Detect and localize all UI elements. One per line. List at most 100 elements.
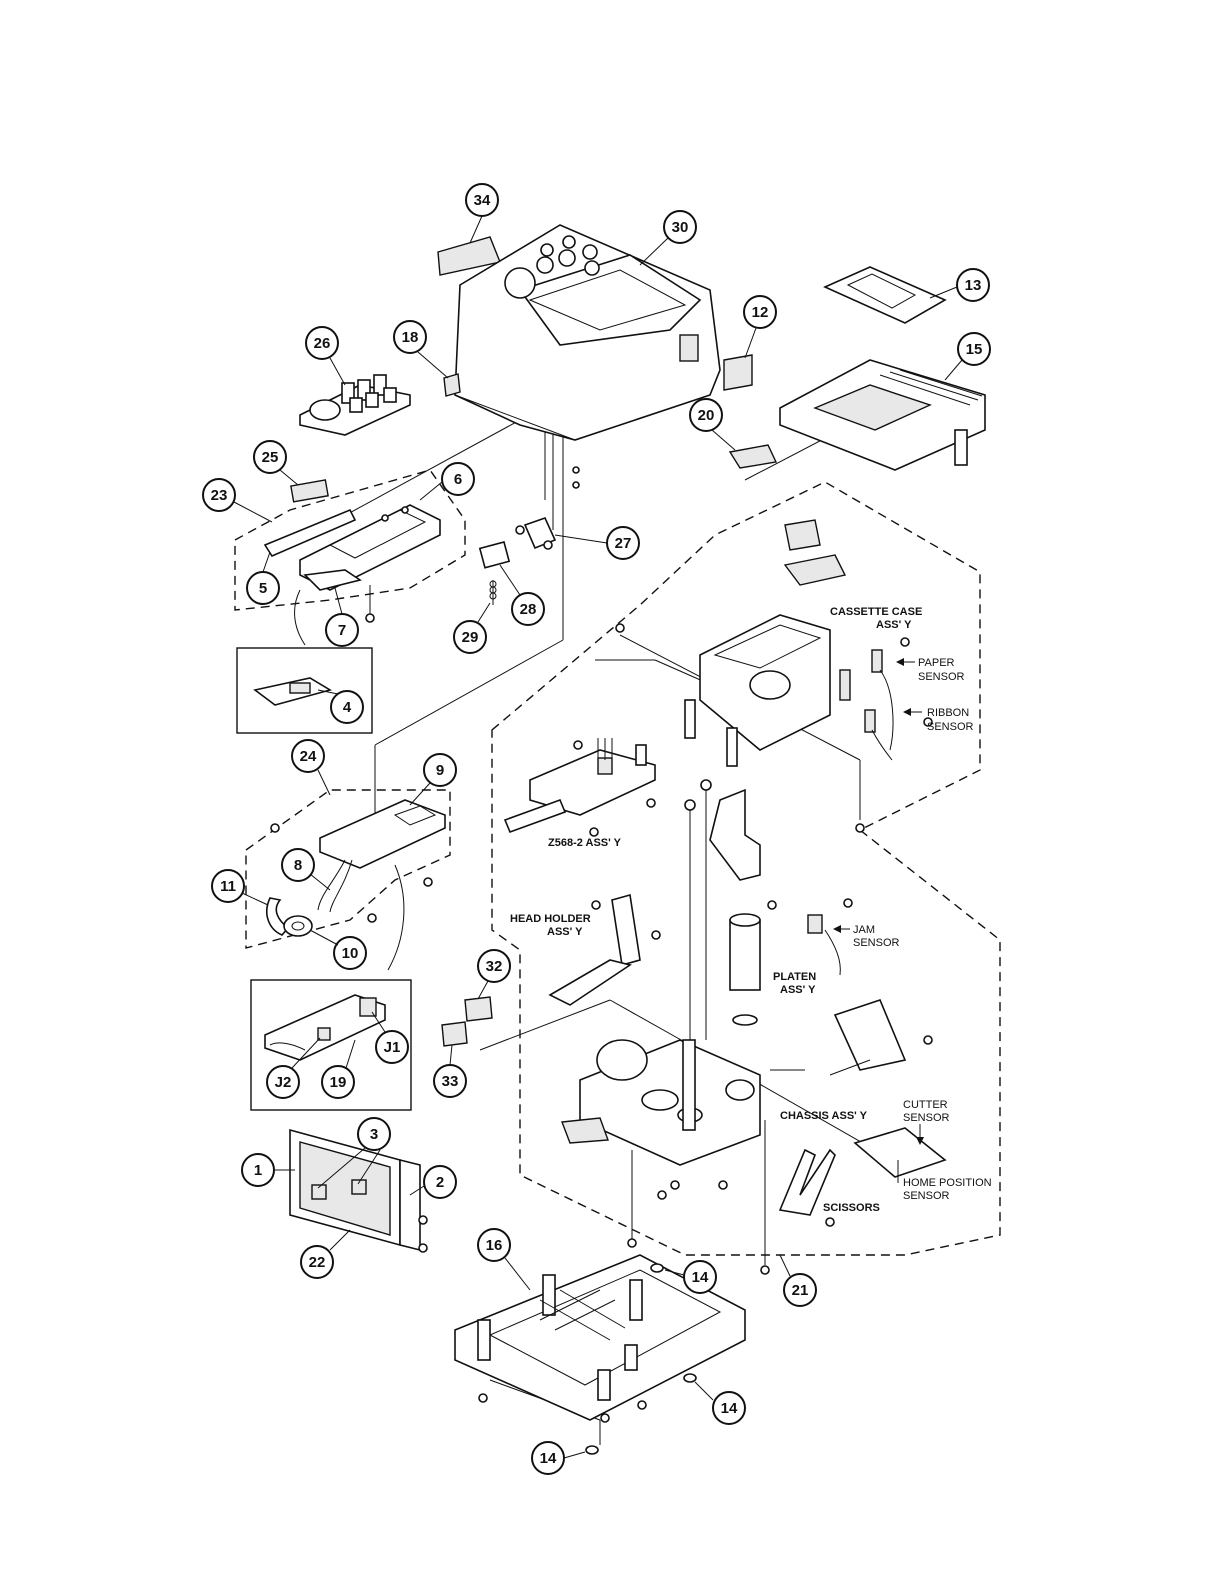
z568-2-board [505, 738, 655, 832]
svg-text:11: 11 [220, 878, 236, 895]
svg-text:18: 18 [402, 329, 419, 346]
svg-text:7: 7 [338, 622, 346, 639]
svg-text:ASS' Y: ASS' Y [780, 984, 816, 996]
svg-text:SENSOR: SENSOR [918, 671, 965, 683]
callout-11: 11 [212, 870, 244, 902]
callout-26: 26 [306, 327, 338, 359]
callout-13: 13 [957, 269, 989, 301]
svg-text:9: 9 [436, 762, 444, 779]
scissors-label: SCISSORS [823, 1202, 880, 1214]
callout-25: 25 [254, 441, 286, 473]
callout-5: 5 [247, 572, 279, 604]
svg-text:22: 22 [309, 1254, 326, 1271]
cable-8 [318, 860, 345, 910]
callout-30: 30 [664, 211, 696, 243]
callout-14-bottom: 14 [532, 1442, 564, 1474]
callout-32: 32 [478, 950, 510, 982]
home-position-sensor-label: HOME POSITION [903, 1177, 992, 1189]
chassis-assy [562, 1040, 760, 1165]
callout-19: 19 [322, 1066, 354, 1098]
cassette-case-label: CASSETTE CASE [830, 606, 922, 618]
head-holder-assy [550, 895, 640, 1005]
svg-text:24: 24 [300, 748, 317, 765]
cutter-rail [835, 1000, 905, 1070]
svg-text:1: 1 [254, 1162, 262, 1179]
callout-14-right: 14 [713, 1392, 745, 1424]
callout-4: 4 [331, 691, 363, 723]
svg-text:13: 13 [965, 277, 982, 294]
svg-text:20: 20 [698, 407, 715, 424]
svg-text:SENSOR: SENSOR [927, 721, 974, 733]
foot-14-right [684, 1374, 696, 1382]
callout-12: 12 [744, 296, 776, 328]
callout-9: 9 [424, 754, 456, 786]
foot-14-bottom [586, 1446, 598, 1454]
svg-text:2: 2 [436, 1174, 444, 1191]
label-33 [442, 1022, 467, 1046]
svg-text:21: 21 [792, 1282, 809, 1299]
platen-assy [730, 914, 760, 1025]
svg-text:30: 30 [672, 219, 689, 236]
jam-sensor-label: JAM [853, 924, 875, 936]
callout-1: 1 [242, 1154, 274, 1186]
svg-text:19: 19 [330, 1074, 347, 1091]
svg-text:SENSOR: SENSOR [903, 1190, 950, 1202]
svg-text:14: 14 [540, 1450, 557, 1467]
foot-14-right-top [651, 1264, 663, 1272]
cutter-sensor-label: CUTTER [903, 1099, 948, 1111]
callout-29: 29 [454, 621, 486, 653]
svg-text:14: 14 [692, 1269, 709, 1286]
svg-text:26: 26 [314, 335, 331, 352]
callout-16: 16 [478, 1229, 510, 1261]
svg-text:J1: J1 [384, 1039, 401, 1056]
z568-label: Z568-2 ASS' Y [548, 837, 622, 849]
callout-20: 20 [690, 399, 722, 431]
svg-text:J2: J2 [275, 1074, 292, 1091]
callout-23: 23 [203, 479, 235, 511]
head-holder-label: HEAD HOLDER [510, 913, 591, 925]
svg-text:ASS' Y: ASS' Y [876, 619, 912, 631]
callout-33: 33 [434, 1065, 466, 1097]
svg-text:27: 27 [615, 535, 632, 552]
board-9 [320, 800, 445, 868]
svg-text:23: 23 [211, 487, 228, 504]
label-18 [444, 374, 460, 396]
callout-7: 7 [326, 614, 358, 646]
cassette-cover-15 [780, 360, 985, 470]
callout-14-right-top: 14 [684, 1261, 716, 1293]
callout-22: 22 [301, 1246, 333, 1278]
svg-text:15: 15 [966, 341, 983, 358]
callout-j2: J2 [267, 1066, 299, 1098]
callout-27: 27 [607, 527, 639, 559]
lcd-unit-1 [290, 1130, 420, 1250]
callout-8: 8 [282, 849, 314, 881]
callout-6: 6 [442, 463, 474, 495]
callout-10: 10 [334, 937, 366, 969]
label-20 [730, 445, 776, 468]
svg-text:SENSOR: SENSOR [903, 1112, 950, 1124]
svg-text:5: 5 [259, 580, 267, 597]
svg-text:4: 4 [343, 699, 352, 716]
jam-sensor [808, 915, 822, 933]
bracket-top [710, 790, 760, 880]
svg-text:33: 33 [442, 1073, 459, 1090]
svg-text:14: 14 [721, 1400, 738, 1417]
cassette-case-assy [700, 520, 932, 760]
svg-text:SENSOR: SENSOR [853, 937, 900, 949]
label-32 [465, 997, 492, 1021]
svg-text:25: 25 [262, 449, 279, 466]
callout-3: 3 [358, 1118, 390, 1150]
callout-15: 15 [958, 333, 990, 365]
callout-24: 24 [292, 740, 324, 772]
ferrite-10 [284, 916, 312, 936]
ribbon-sensor-label: RIBBON [927, 707, 969, 719]
paper-sensor-label: PAPER [918, 657, 955, 669]
callout-28: 28 [512, 593, 544, 625]
svg-text:29: 29 [462, 629, 479, 646]
platen-label: PLATEN [773, 971, 816, 983]
svg-text:16: 16 [486, 1237, 503, 1254]
svg-text:10: 10 [342, 945, 359, 962]
svg-text:28: 28 [520, 601, 537, 618]
